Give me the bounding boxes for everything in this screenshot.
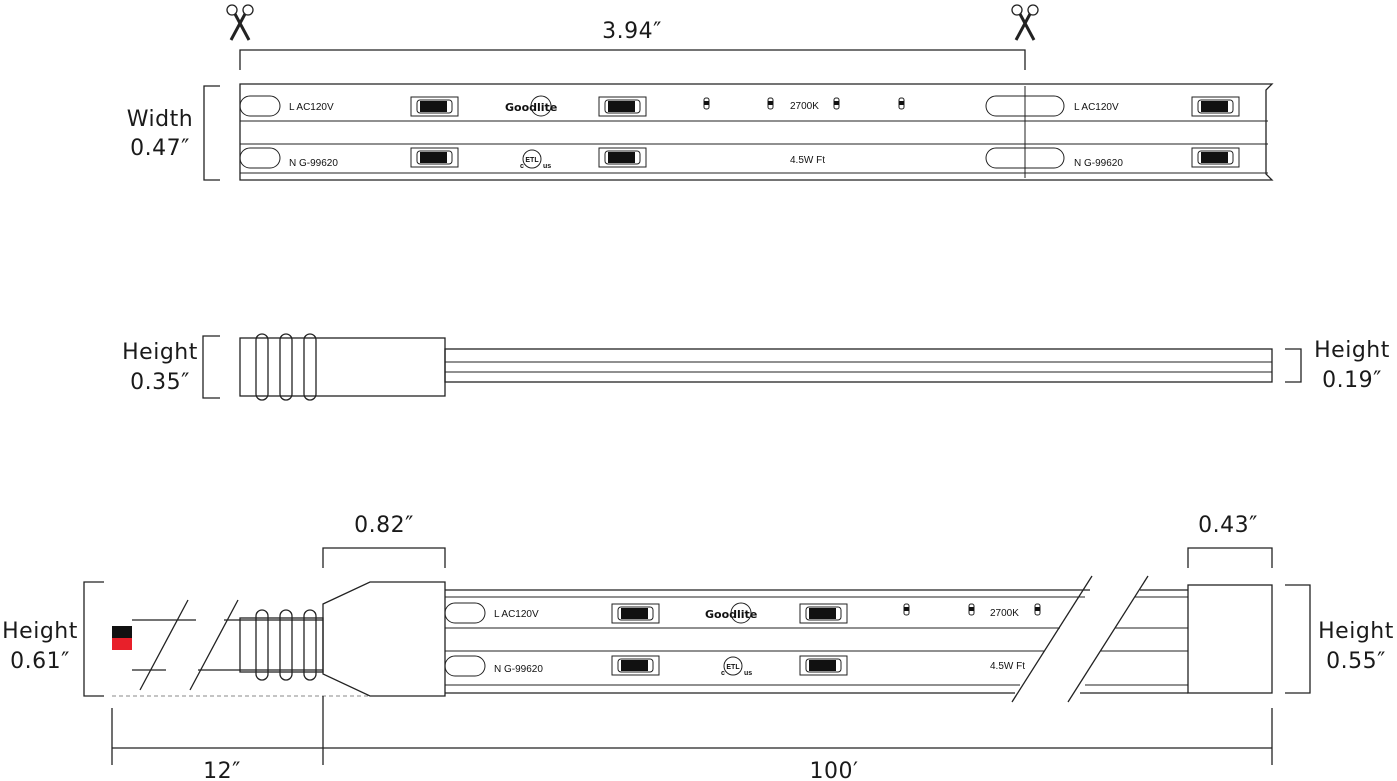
print-line-n: N G-99620: [494, 664, 543, 675]
strip-length-value: 100′: [810, 759, 859, 781]
power-print: 4.5W Ft: [790, 155, 825, 166]
assembly-left-height-value: 0.61″: [10, 649, 70, 674]
led-chip: [598, 96, 647, 117]
print-line-n: N G-99620: [1074, 158, 1123, 169]
black-wire: [112, 626, 132, 638]
led-chip: [1191, 147, 1240, 168]
cut-length-value: 3.94″: [602, 19, 662, 44]
side-left-height-value: 0.35″: [130, 370, 190, 395]
assembly-right-height-value: 0.55″: [1326, 649, 1386, 674]
width-value: 0.47″: [130, 136, 190, 161]
svg-text:us: us: [543, 163, 551, 170]
right-height-bracket: [1285, 584, 1311, 694]
solder-pad: [985, 95, 1065, 117]
print-line-l: L AC120V: [494, 609, 539, 620]
assembly-left-height-label: Height: [2, 619, 78, 644]
svg-text:c: c: [520, 163, 524, 170]
power-print: 4.5W Ft: [990, 661, 1025, 672]
assembly-view: 0.82″ 0.43″ Height 0.61″: [2, 513, 1394, 781]
led-chip: [611, 655, 660, 676]
led-chip: [799, 603, 848, 624]
solder-pad: [444, 655, 486, 677]
break-mark: [139, 599, 189, 691]
resistor: [767, 97, 774, 110]
svg-text:us: us: [744, 670, 752, 677]
cut-length-bracket: [239, 49, 1026, 70]
resistor: [968, 603, 975, 616]
led-chip: [410, 147, 459, 168]
side-right-height-value: 0.19″: [1322, 368, 1382, 393]
scissors-icon: [1011, 4, 1039, 41]
break-mark: [189, 599, 239, 691]
assembly-right-height-label: Height: [1318, 619, 1394, 644]
led-chip: [799, 655, 848, 676]
endcap-width-value: 0.43″: [1198, 513, 1258, 538]
left-height-bracket: [83, 581, 104, 697]
right-height-bracket: [1285, 348, 1302, 383]
end-cap: [1187, 584, 1273, 694]
color-temp-print: 2700K: [790, 101, 819, 112]
assembly-strip-body: [445, 589, 1090, 694]
led-chip: [410, 96, 459, 117]
side-view: Height 0.35″ Height 0.19″: [122, 333, 1390, 401]
print-line-n: N G-99620: [289, 158, 338, 169]
connector-width-bracket: [322, 547, 446, 568]
break-mark: [1011, 575, 1093, 703]
side-left-height-label: Height: [122, 340, 198, 365]
print-line-l: L AC120V: [1074, 102, 1119, 113]
solder-pad: [444, 602, 486, 624]
connector-ring: [279, 609, 293, 681]
side-right-height-label: Height: [1314, 338, 1390, 363]
endcap-width-bracket: [1187, 547, 1273, 568]
etl-listed-mark: c ETL us: [721, 656, 752, 677]
connector-ring: [303, 333, 317, 401]
resistor: [1034, 603, 1041, 616]
svg-text:c: c: [721, 670, 725, 677]
etl-listed-mark: c ETL us: [520, 149, 551, 170]
lead-length-value: 12″: [203, 759, 241, 781]
svg-text:ETL: ETL: [726, 664, 740, 671]
led-chip: [598, 147, 647, 168]
width-bracket: [203, 85, 220, 181]
break-mark: [1067, 575, 1149, 703]
left-height-bracket: [202, 335, 220, 399]
scissors-icon: [226, 4, 254, 41]
lead-connector: [239, 617, 324, 673]
solder-pad: [239, 147, 281, 169]
print-line-l: L AC120V: [289, 102, 334, 113]
solder-pad: [985, 147, 1065, 169]
power-connector: [322, 581, 446, 697]
resistor: [903, 603, 910, 616]
width-label: Width: [127, 107, 193, 132]
red-wire: [112, 638, 132, 650]
led-chip: [1191, 96, 1240, 117]
resistor: [833, 97, 840, 110]
strip-side-profile: [444, 348, 1273, 383]
connector-ring: [255, 609, 269, 681]
connector-width-value: 0.82″: [354, 513, 414, 538]
solder-pad: [239, 95, 281, 117]
end-connector-side: [239, 337, 446, 397]
led-strip-body: [239, 83, 1274, 181]
connector-ring: [279, 333, 293, 401]
resistor: [898, 97, 905, 110]
svg-text:ETL: ETL: [525, 157, 539, 164]
connector-ring: [255, 333, 269, 401]
connector-ring: [303, 609, 317, 681]
led-chip: [611, 603, 660, 624]
lead-cable: [132, 619, 196, 671]
color-temp-print: 2700K: [990, 608, 1019, 619]
top-strip-view: 3.94″ Width 0.47″ L AC120V N G-99620 L A…: [127, 4, 1274, 181]
resistor: [703, 97, 710, 110]
